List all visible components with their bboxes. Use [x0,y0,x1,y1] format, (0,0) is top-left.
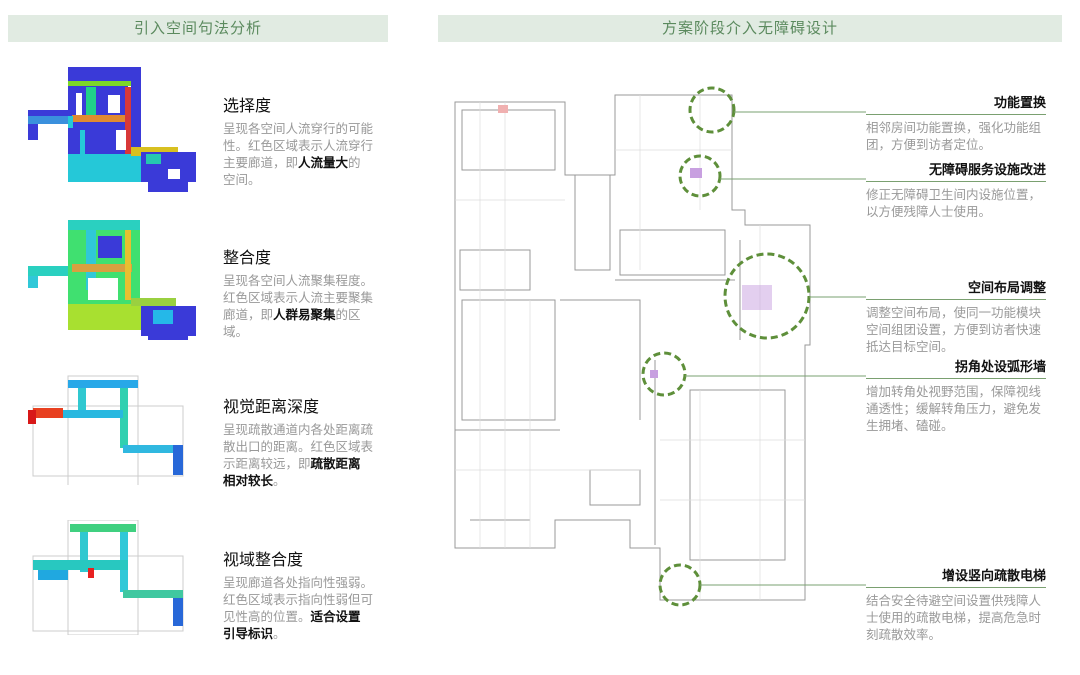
annotation-evacuation-elevator: 增设竖向疏散电梯结合安全待避空间设置供残障人士使用的疏散电梯，提高危急时刻疏散效… [866,565,1046,643]
analysis-visual-integration: 视域整合度呈现廊道各处指向性强弱。红色区域表示指向性弱但可见性高的位置。适合设置… [223,546,373,642]
analysis-visual-depth: 视觉距离深度呈现疏散通道内各处距离疏散出口的距离。红色区域表示距离较远，即疏散距… [223,393,373,489]
annotation-layout-adjust: 空间布局调整调整空间布局，使同一功能模块空间组团设置，方便到访者快速抵达目标空间… [866,277,1046,355]
analysis-title: 视觉距离深度 [223,397,320,416]
left-section-header: 引入空间句法分析 [8,15,388,42]
right-section-header: 方案阶段介入无障碍设计 [438,15,1062,42]
analysis-title: 选择度 [223,96,272,115]
analysis-desc: 呈现各空间人流聚集程度。红色区域表示人流主要聚集廊道，即人群易聚集的区域。 [223,273,374,339]
annotation-curved-wall: 拐角处设弧形墙增加转角处视野范围，保障视线通透性；缓解转角压力，避免发生拥堵、磕… [866,356,1046,434]
highlight-circles [641,86,811,607]
analysis-title: 整合度 [223,248,272,267]
analysis-desc: 呈现疏散通道内各处距离疏散出口的距离。红色区域表示距离较远，即疏散距离相对较长。 [223,422,374,488]
analysis-desc: 呈现廊道各处指向性强弱。红色区域表示指向性弱但可见性高的位置。适合设置引导标识。 [223,575,374,641]
analysis-integration: 整合度呈现各空间人流聚集程度。红色区域表示人流主要聚集廊道，即人群易聚集的区域。 [223,244,373,340]
visual-depth-heatmap [28,370,198,485]
integration-heatmap [28,220,196,340]
visual-integration-heatmap [32,520,184,635]
annotation-accessible-facilities: 无障碍服务设施改进修正无障碍卫生间内设施位置，以方便残障人士使用。 [866,159,1046,220]
analysis-desc: 呈现各空间人流穿行的可能性。红色区域表示人流穿行主要廊道，即人流量大的空间。 [223,121,374,187]
annotation-function-swap: 功能置换相邻房间功能置换，强化功能组团，方便到访者定位。 [866,92,1046,153]
analysis-title: 视域整合度 [223,550,304,569]
choice-heatmap [28,67,196,192]
analysis-choice: 选择度呈现各空间人流穿行的可能性。红色区域表示人流穿行主要廊道，即人流量大的空间… [223,92,373,188]
